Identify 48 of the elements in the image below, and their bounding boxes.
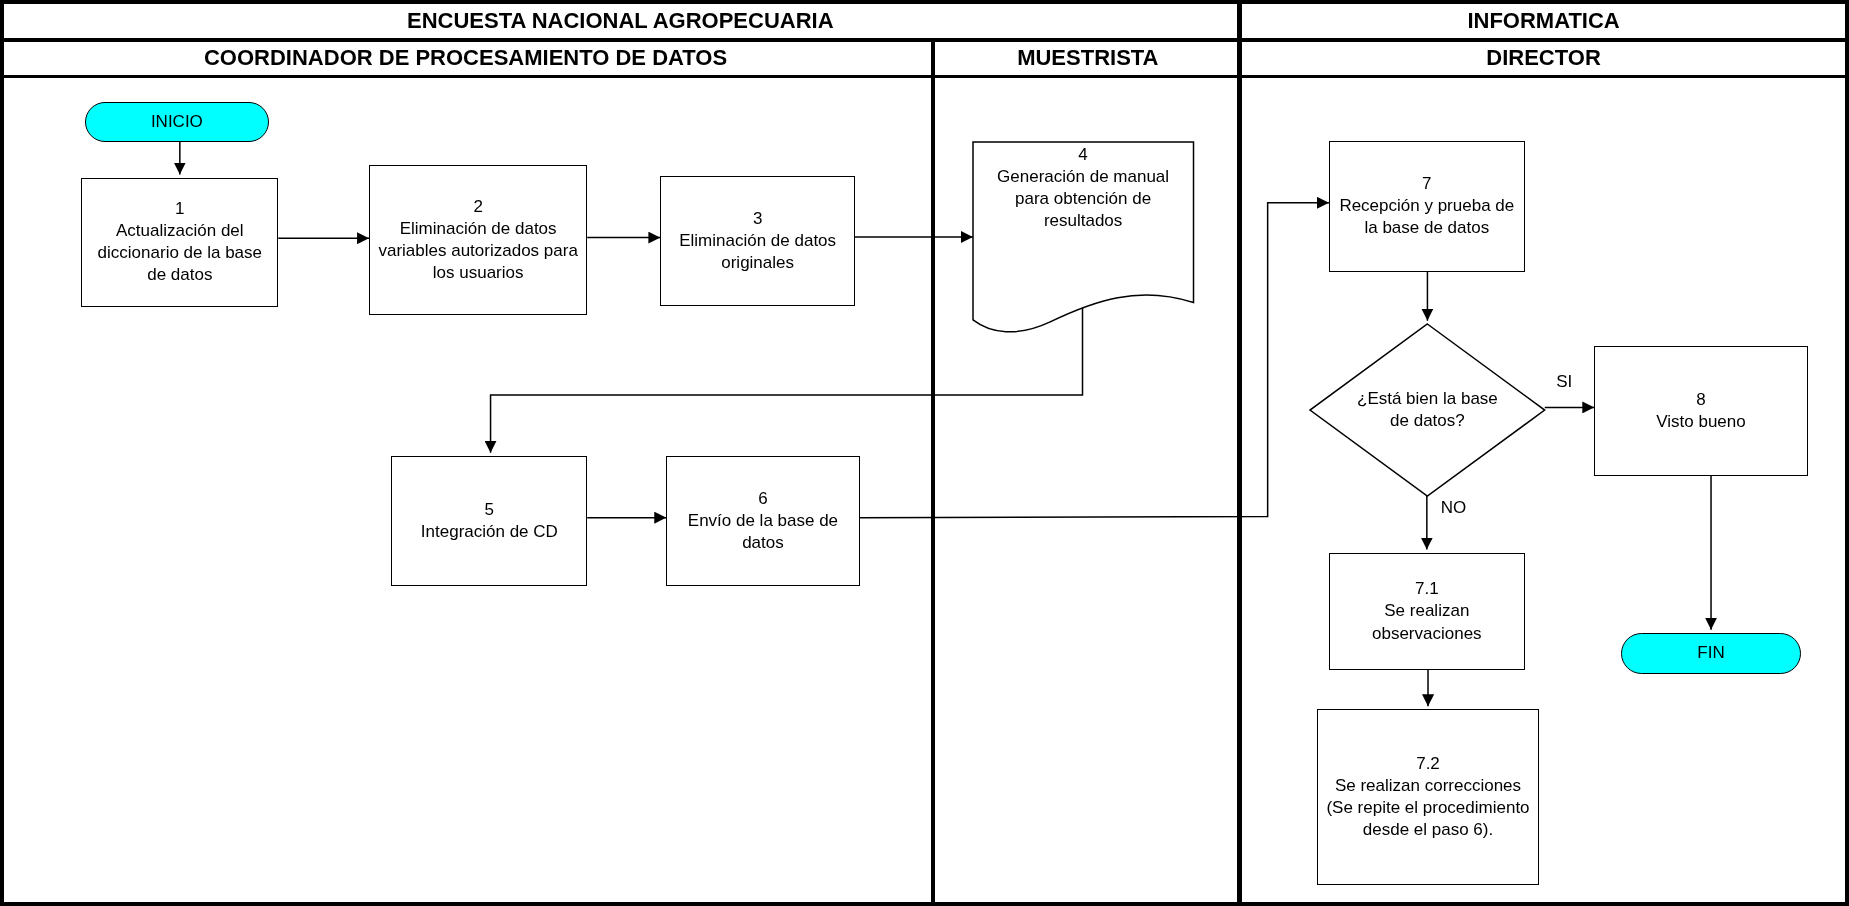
step-label: Recepción y prueba de la base de datos bbox=[1338, 195, 1516, 240]
step-label: Eliminación de datos variables autorizados para los usuarios bbox=[378, 217, 579, 285]
process-box bbox=[391, 455, 588, 586]
decision-question: ¿Está bien la base de datos? bbox=[1356, 387, 1499, 432]
process-box bbox=[660, 176, 855, 307]
step-label: Visto bueno bbox=[1656, 411, 1746, 433]
swimlane-band bbox=[0, 0, 1241, 906]
lane-header: COORDINADOR DE PROCESAMIENTO DE DATOS bbox=[203, 45, 728, 72]
arrow bbox=[1544, 401, 1596, 414]
step-number: 6 bbox=[758, 487, 768, 510]
decision-diamond bbox=[1310, 323, 1545, 496]
step-label: Eliminación de datos originales bbox=[678, 230, 838, 275]
step-label: Generación de manual para obtención de resultados bbox=[996, 166, 1171, 233]
step-label: Se realizan observaciones bbox=[1371, 600, 1483, 645]
arrow bbox=[854, 231, 974, 243]
arrow bbox=[586, 231, 662, 244]
step-number: 7 bbox=[1422, 173, 1432, 196]
process-box bbox=[1594, 346, 1808, 476]
arrow bbox=[858, 196, 1330, 519]
step-number: 2 bbox=[473, 195, 483, 218]
step-label: Se realizan correcciones (Se repite el procedimiento desde el paso 6). bbox=[1326, 775, 1530, 842]
lane-header: DIRECTOR bbox=[1486, 45, 1601, 72]
step-number: 7.2 bbox=[1416, 753, 1440, 775]
step-number: 3 bbox=[752, 208, 763, 231]
band-header: INFORMATICA bbox=[1467, 8, 1620, 35]
terminator-pill bbox=[84, 102, 269, 143]
process-box bbox=[81, 177, 279, 308]
step-number: 4 bbox=[1078, 144, 1088, 167]
process-box bbox=[666, 455, 860, 586]
band-header: ENCUESTA NACIONAL AGROPECUARIA bbox=[406, 8, 834, 35]
step-label: Actualización del diccionario de la base de datos bbox=[96, 220, 264, 287]
lane-header: MUESTRISTA bbox=[1017, 45, 1159, 72]
process-box bbox=[369, 164, 588, 316]
document-shape bbox=[972, 142, 1194, 336]
step-number: 5 bbox=[484, 498, 495, 521]
step-label: Envío de la base de datos bbox=[686, 509, 840, 554]
process-box bbox=[1328, 140, 1525, 272]
step-label: Integración de CD bbox=[420, 520, 558, 543]
terminator-label: FIN bbox=[1697, 642, 1725, 665]
arrow bbox=[586, 511, 667, 524]
process-box bbox=[1317, 709, 1539, 886]
terminator-pill bbox=[1621, 632, 1801, 674]
terminator-label: INICIO bbox=[150, 111, 203, 134]
step-number: 7.1 bbox=[1415, 578, 1439, 601]
step-number: 8 bbox=[1696, 388, 1706, 411]
process-box bbox=[1328, 552, 1525, 671]
arrow bbox=[277, 232, 370, 245]
step-number: 1 bbox=[175, 198, 185, 221]
